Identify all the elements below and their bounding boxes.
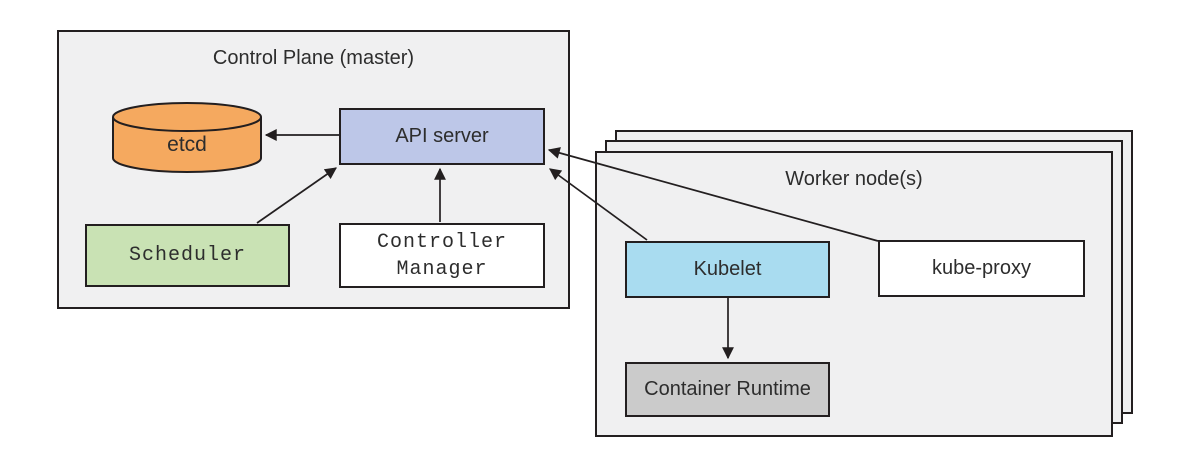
worker-node-title: Worker node(s) (785, 168, 923, 190)
etcd-node-label: etcd (167, 133, 207, 156)
scheduler-node: Scheduler (85, 224, 290, 287)
control-plane-title: Control Plane (master) (212, 47, 415, 69)
api-server-node: API server (339, 108, 545, 165)
kubelet-node: Kubelet (625, 241, 830, 298)
kube-proxy-label: kube-proxy (932, 257, 1031, 279)
container-runtime-node: Container Runtime (625, 362, 830, 417)
etcd-cylinder-icon (112, 102, 262, 173)
api-server-label: API server (395, 125, 489, 147)
kube-proxy-node: kube-proxy (878, 240, 1085, 297)
scheduler-label: Scheduler (128, 244, 247, 267)
controller-manager-label: Controller Manager (376, 230, 508, 281)
container-runtime-label: Container Runtime (644, 378, 811, 400)
kubelet-label: Kubelet (693, 258, 762, 280)
controller-manager-node: Controller Manager (339, 223, 545, 288)
